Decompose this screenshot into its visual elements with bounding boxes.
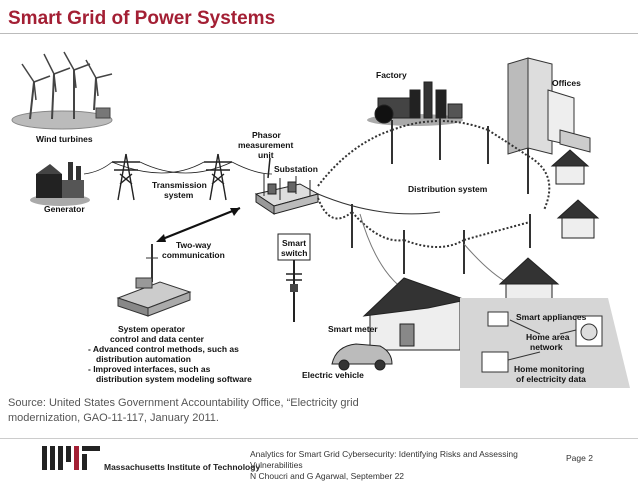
source-citation: Source: United States Government Account…: [8, 397, 359, 424]
label-transmission-2: system: [164, 190, 194, 200]
page-number: Page 2: [566, 453, 593, 463]
label-sysop-4: distribution automation: [96, 354, 191, 364]
footer-text: Analytics for Smart Grid Cybersecurity: …: [250, 449, 570, 482]
offices-illustration: [507, 57, 591, 155]
label-transmission-1: Transmission: [152, 180, 207, 190]
transmission-towers: [83, 153, 273, 201]
label-smart-switch-1: Smart: [282, 238, 306, 248]
label-sysop-5: - Improved interfaces, such as: [88, 364, 211, 374]
slide-title: Smart Grid of Power Systems: [8, 8, 276, 29]
houses-illustration: [362, 149, 600, 351]
label-smart-switch-2: switch: [281, 248, 307, 258]
label-wind-turbines: Wind turbines: [36, 134, 93, 144]
label-sysop-3: - Advanced control methods, such as: [88, 344, 239, 354]
institution-name: Massachusetts Institute of Technology: [104, 462, 261, 472]
control-center-illustration: [116, 244, 192, 317]
title-divider: [0, 33, 638, 34]
label-generator: Generator: [44, 204, 85, 214]
label-pmu-3: unit: [258, 150, 274, 160]
label-sysop-6: distribution system modeling software: [96, 374, 252, 384]
smart-switch-box: [277, 233, 311, 322]
communication-arrow: [156, 206, 241, 242]
footer-line-2: N Choucri and G Agarwal, September 22: [250, 471, 405, 481]
smart-grid-diagram: Wind turbines Generator Transmission sys…: [11, 51, 630, 388]
label-sysop-1: System operator: [118, 324, 186, 334]
label-offices: Offices: [552, 78, 581, 88]
label-home-monitor-1: Home monitoring: [514, 364, 584, 374]
substation-illustration: [254, 157, 320, 215]
label-pmu-1: Phasor: [252, 130, 282, 140]
label-distribution: Distribution system: [408, 184, 488, 194]
label-home-monitor-2: of electricity data: [516, 374, 586, 384]
footer-divider: [0, 438, 638, 439]
label-home-area-2: network: [530, 342, 563, 352]
footer-line-1: Analytics for Smart Grid Cybersecurity: …: [250, 449, 518, 470]
generator-illustration: [30, 162, 90, 206]
home-network-panel: [460, 298, 630, 388]
wind-turbines-illustration: [11, 51, 113, 130]
label-home-area-1: Home area: [526, 332, 570, 342]
label-smart-meter: Smart meter: [328, 324, 378, 334]
factory-illustration: [367, 81, 463, 126]
electric-vehicle-illustration: [331, 343, 393, 371]
label-pmu-2: measurement: [238, 140, 293, 150]
label-substation: Substation: [274, 164, 318, 174]
mit-logo: [42, 446, 100, 470]
label-factory: Factory: [376, 70, 407, 80]
label-electric-vehicle: Electric vehicle: [302, 370, 364, 380]
label-two-way-1: Two-way: [176, 240, 212, 250]
label-smart-appliances: Smart appliances: [516, 312, 587, 322]
label-two-way-2: communication: [162, 250, 225, 260]
label-sysop-2: control and data center: [110, 334, 205, 344]
